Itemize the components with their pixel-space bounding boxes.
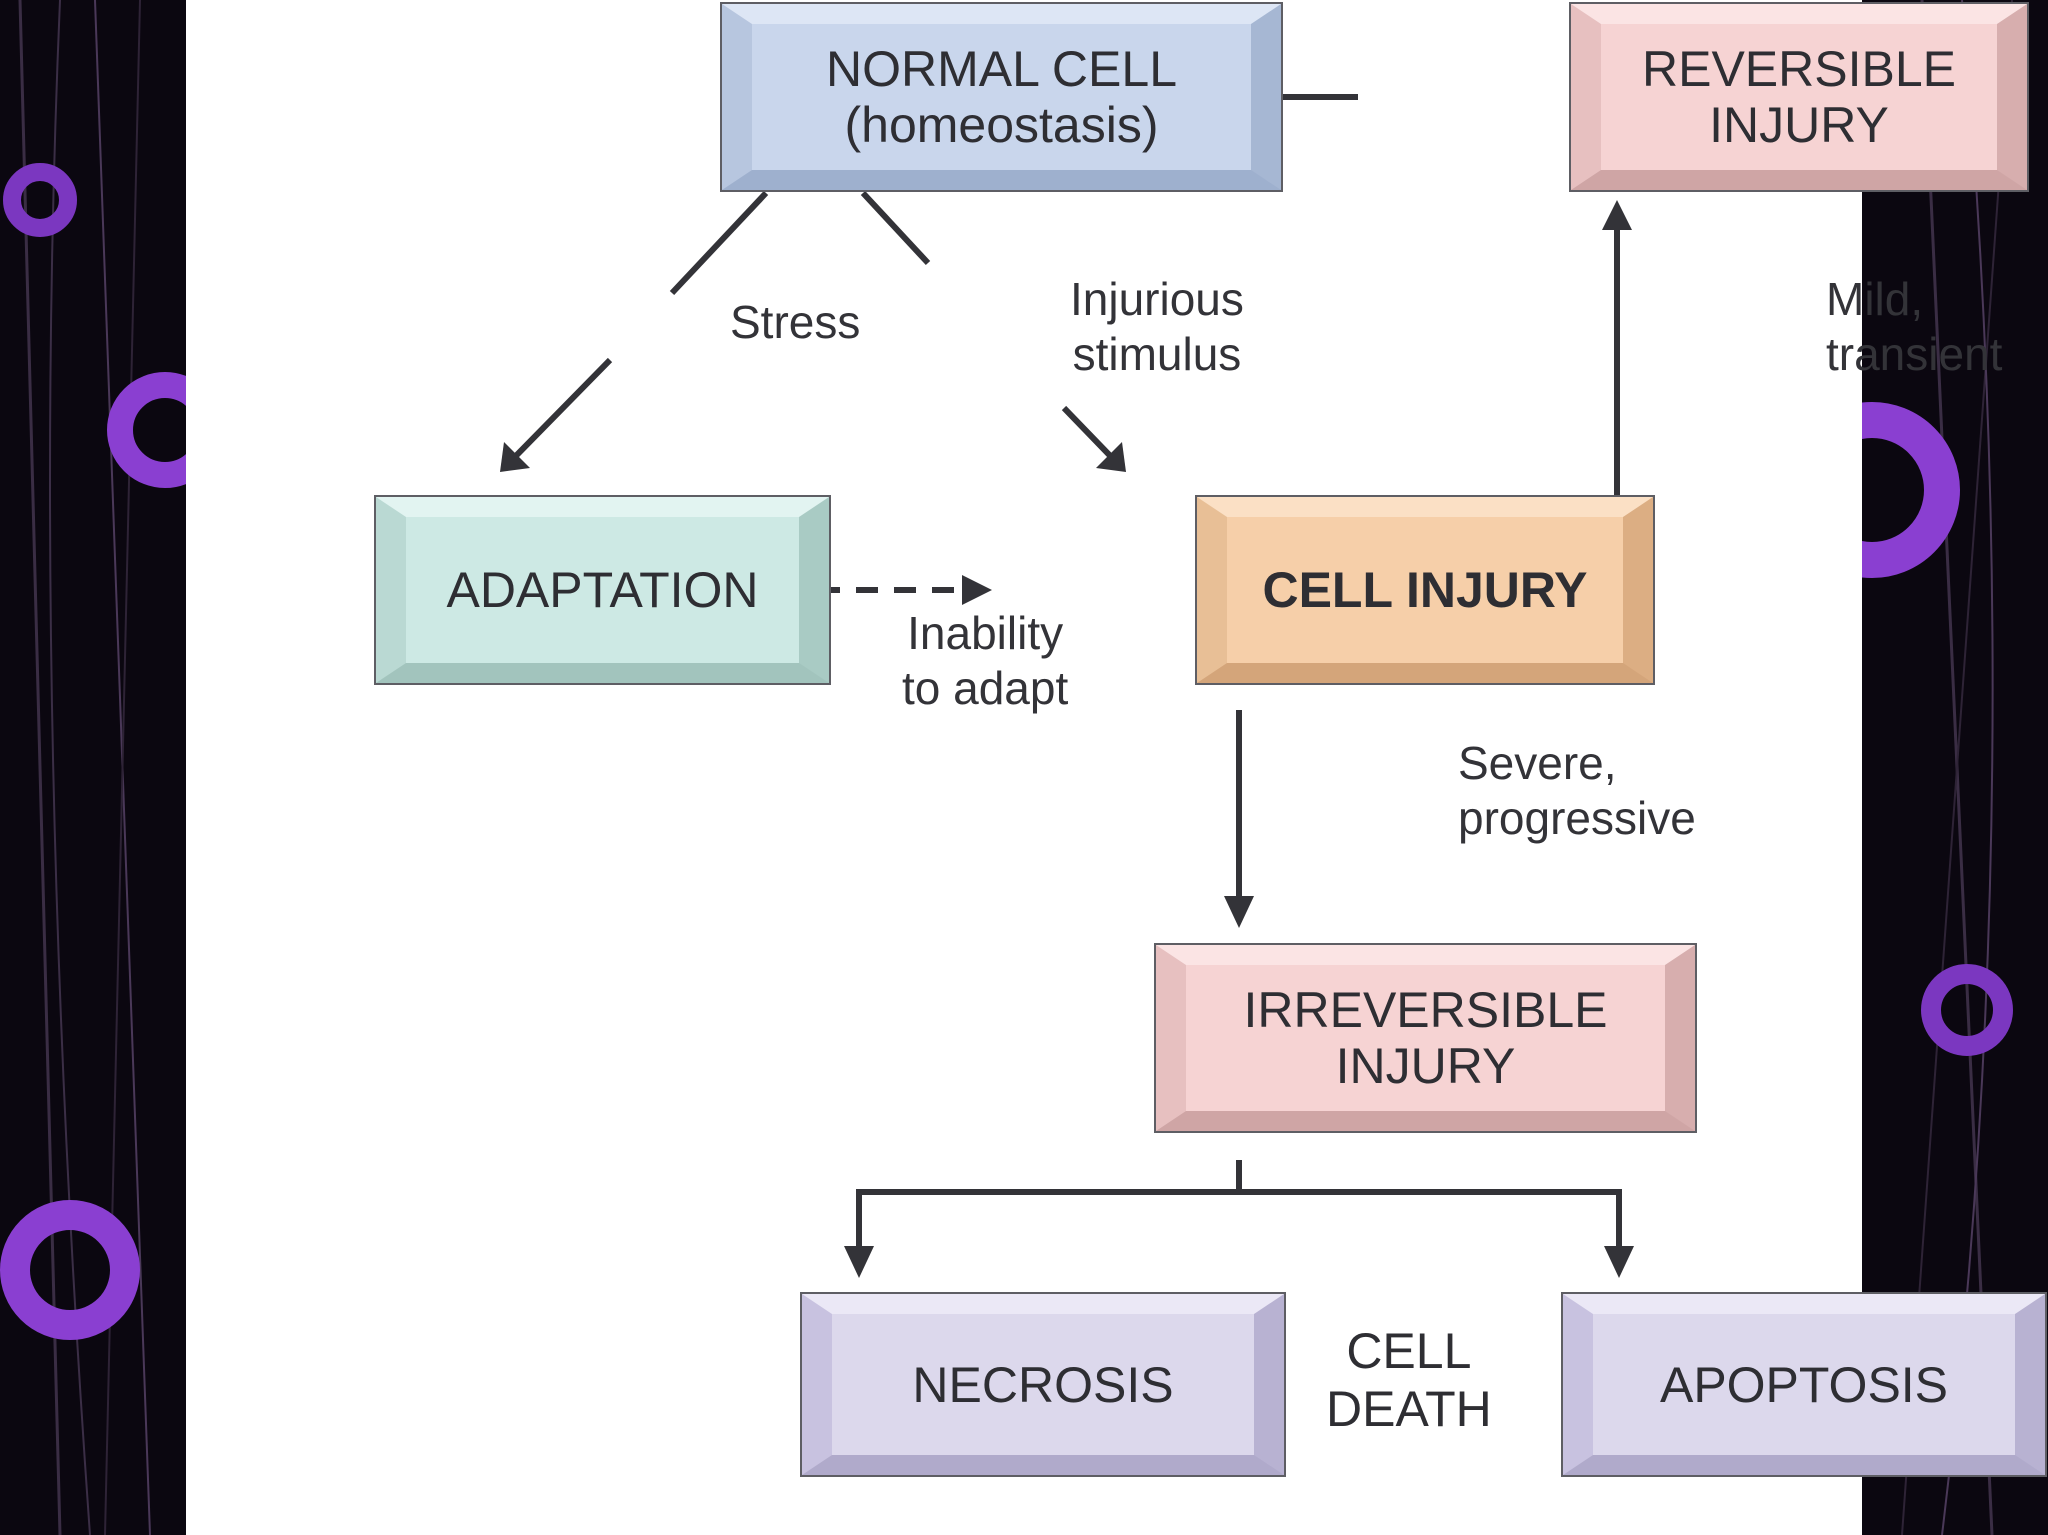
arrowhead-icon xyxy=(1604,1246,1634,1278)
left-decorative-border xyxy=(0,0,186,1535)
node-reversible-injury-line2: INJURY xyxy=(1709,97,1889,153)
node-necrosis-label: NECROSIS xyxy=(912,1356,1174,1413)
edge-label-severe-line1: Severe, xyxy=(1458,737,1617,789)
node-normal-cell-line1: NORMAL CELL xyxy=(825,41,1178,97)
edge-label-severe-progressive: Severe, progressive xyxy=(1458,736,1696,846)
edge-label-inability-to-adapt: Inability to adapt xyxy=(898,606,1072,716)
node-reversible-injury: REVERSIBLE INJURY xyxy=(1569,2,2029,192)
node-normal-cell-line2: (homeostasis) xyxy=(844,97,1159,153)
edge-label-injurious-line1: Injurious xyxy=(1070,273,1244,325)
node-cell-injury-label: CELL INJURY xyxy=(1262,562,1588,618)
diagram-panel: NORMAL CELL (homeostasis) REVERSIBLE INJ… xyxy=(186,0,2047,1535)
edge-injurious-upper xyxy=(860,190,931,266)
node-cell-injury: CELL INJURY xyxy=(1195,495,1655,685)
edge-label-mild-line2: transient xyxy=(1826,328,2003,381)
node-apoptosis: APOPTOSIS xyxy=(1561,1292,2047,1477)
edge-stress-lower xyxy=(503,357,613,469)
arrowhead-icon xyxy=(1224,896,1254,928)
node-irreversible-injury-line2: INJURY xyxy=(1335,1038,1516,1094)
arrowhead-icon xyxy=(500,442,530,472)
edge-stress-upper xyxy=(669,190,769,296)
edge-label-mild-transient: Mild, transient xyxy=(1826,272,2002,382)
cell-death-line1: CELL xyxy=(1346,1323,1472,1379)
edge-branch-apoptosis xyxy=(1239,1189,1622,1250)
edge-label-injurious-stimulus: Injurious stimulus xyxy=(1066,272,1248,383)
arrowhead-icon xyxy=(1096,442,1126,472)
edge-branch-necrosis xyxy=(856,1189,1239,1250)
edge-label-inability-line1: Inability xyxy=(907,607,1064,659)
decor-ring-icon xyxy=(0,1200,140,1340)
node-normal-cell: NORMAL CELL (homeostasis) xyxy=(720,2,1283,192)
decor-ring-icon xyxy=(1921,964,2013,1056)
edge-label-injurious-line2: stimulus xyxy=(1072,328,1242,381)
arrowhead-icon xyxy=(1602,200,1632,230)
node-apoptosis-label: APOPTOSIS xyxy=(1659,1356,1949,1413)
arrowhead-icon xyxy=(844,1246,874,1278)
edge-label-mild-line1: Mild, xyxy=(1826,273,1924,325)
node-irreversible-injury: IRREVERSIBLE INJURY xyxy=(1154,943,1697,1133)
decor-ring-icon xyxy=(107,372,186,488)
node-irreversible-injury-line1: IRREVERSIBLE xyxy=(1243,982,1608,1038)
node-reversible-injury-line1: REVERSIBLE xyxy=(1641,41,1956,97)
edge-label-stress-text: Stress xyxy=(730,296,861,348)
edge-label-severe-line2: progressive xyxy=(1458,792,1696,845)
node-necrosis: NECROSIS xyxy=(800,1292,1286,1477)
edge-label-inability-line2: to adapt xyxy=(902,662,1069,715)
edge-label-stress: Stress xyxy=(724,295,867,351)
decor-ring-icon xyxy=(3,163,77,237)
arrowhead-icon xyxy=(962,575,992,605)
node-adaptation: ADAPTATION xyxy=(374,495,831,685)
node-adaptation-label: ADAPTATION xyxy=(446,562,759,618)
decor-ring-icon xyxy=(1862,402,1960,578)
group-label-cell-death: CELL DEATH xyxy=(1326,1322,1492,1438)
cell-death-line2: DEATH xyxy=(1326,1381,1492,1437)
